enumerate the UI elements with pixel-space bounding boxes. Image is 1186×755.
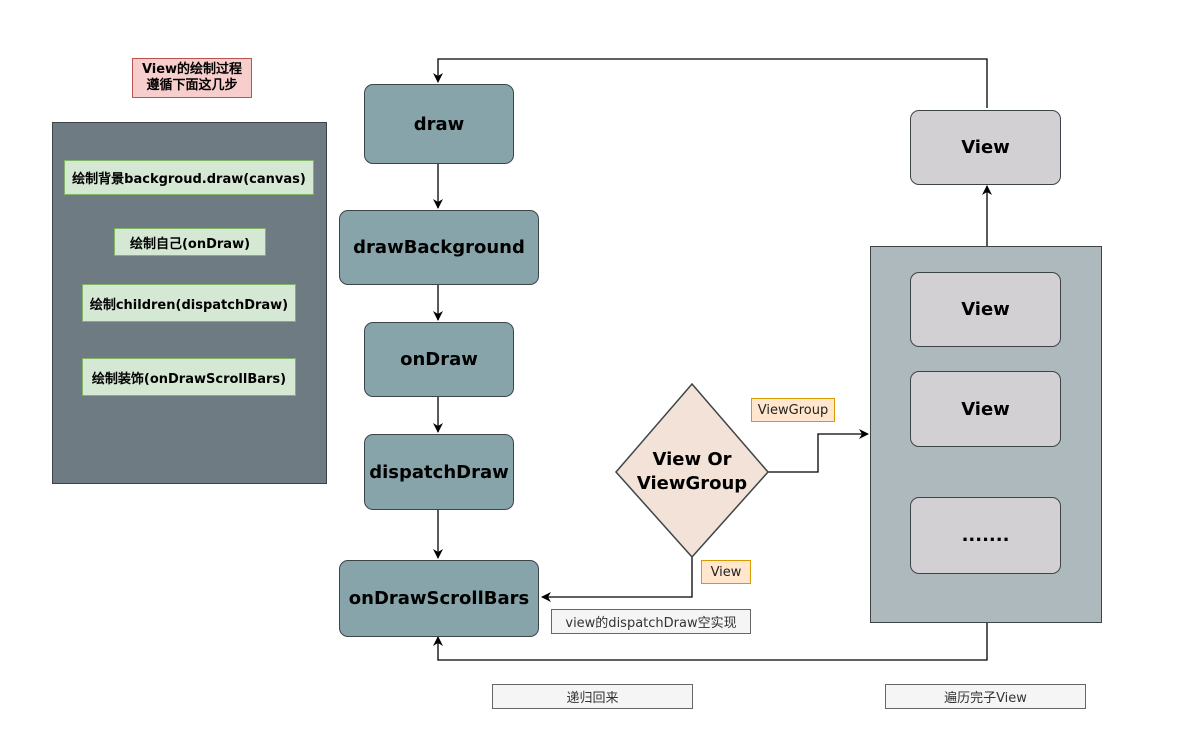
arrow-group-to-ondrawscrollbars bbox=[433, 623, 988, 661]
caption-recursion-back: 递归回来 bbox=[492, 684, 693, 709]
view-child-1: View bbox=[910, 272, 1061, 347]
note-view-dispatch-empty: view的dispatchDraw空实现 bbox=[551, 609, 751, 634]
decision-diamond bbox=[615, 382, 769, 559]
arrow-viewgroup-branch bbox=[768, 429, 869, 473]
arrow-view-branch bbox=[541, 557, 693, 602]
flow-on-draw-scrollbars: onDrawScrollBars bbox=[339, 560, 539, 637]
view-child-2: View bbox=[910, 371, 1061, 447]
title-note-line1: View的绘制过程 bbox=[141, 62, 243, 77]
step-on-draw-scrollbars: 绘制装饰(onDrawScrollBars) bbox=[82, 358, 296, 396]
flow-draw: draw bbox=[364, 84, 514, 164]
view-child-more: ....... bbox=[910, 497, 1061, 574]
decision-label: View Or ViewGroup bbox=[615, 448, 769, 496]
decision-line2: ViewGroup bbox=[636, 473, 748, 494]
caption-traverse-done: 遍历完子View bbox=[885, 684, 1086, 709]
flow-draw-background: drawBackground bbox=[339, 210, 539, 285]
step-dispatch-draw: 绘制children(dispatchDraw) bbox=[82, 284, 296, 322]
title-note: View的绘制过程 遵循下面这几步 bbox=[132, 58, 252, 98]
flow-dispatch-draw: dispatchDraw bbox=[364, 434, 514, 510]
arrow-view-to-draw bbox=[433, 58, 988, 108]
flow-on-draw: onDraw bbox=[364, 322, 514, 397]
decision-line1: View Or bbox=[652, 449, 732, 470]
title-note-line2: 遵循下面这几步 bbox=[146, 78, 238, 93]
step-draw-background: 绘制背景backgroud.draw(canvas) bbox=[64, 160, 314, 195]
label-viewgroup-branch: ViewGroup bbox=[751, 398, 835, 422]
step-on-draw: 绘制自己(onDraw) bbox=[114, 228, 266, 256]
view-top: View bbox=[910, 110, 1061, 185]
label-view-branch: View bbox=[701, 560, 751, 584]
